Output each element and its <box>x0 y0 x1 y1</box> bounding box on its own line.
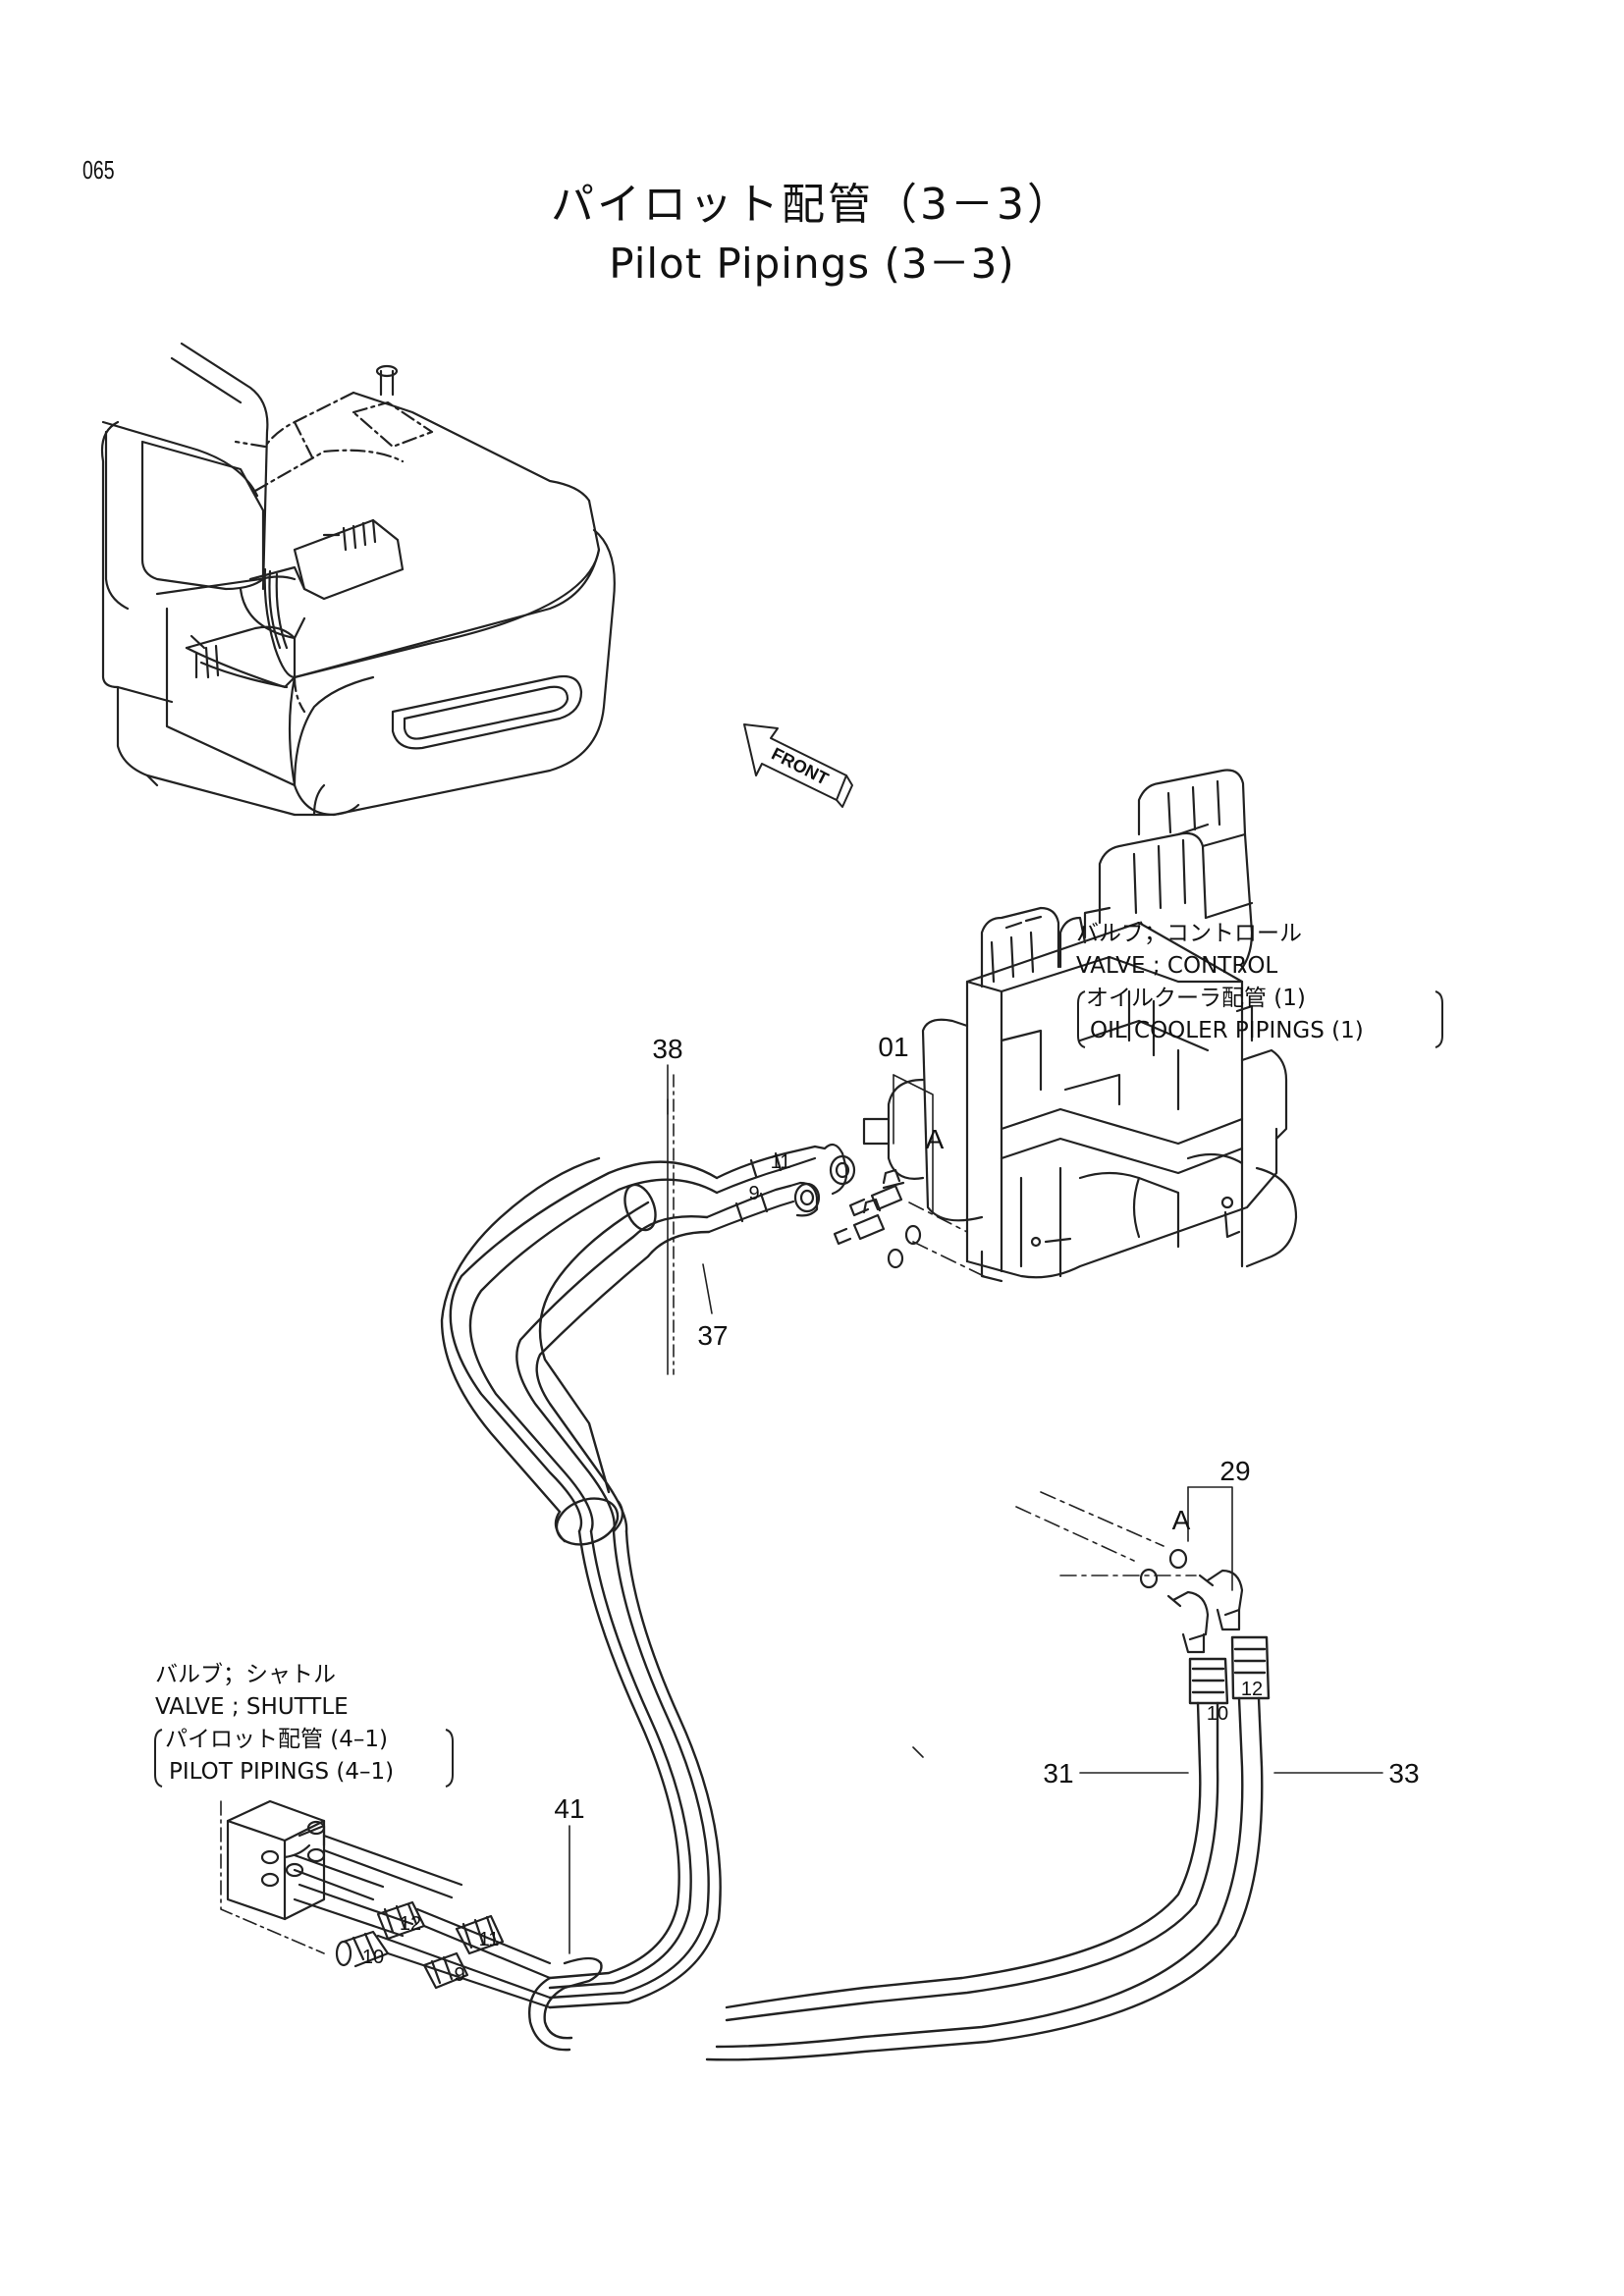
hose-mark-11-left: 11 <box>479 1929 500 1950</box>
callout-31: 31 <box>1043 1758 1073 1789</box>
callout-01: 01 <box>878 1032 908 1062</box>
note-bracket-right <box>1435 990 1443 1048</box>
note-bracket-right-2 <box>445 1729 454 1788</box>
fitting-11-lower-left <box>455 1914 505 1955</box>
hose-38-end <box>715 1143 856 1196</box>
fitting-01-lower <box>833 1198 904 1269</box>
callout-41: 41 <box>554 1793 584 1824</box>
front-direction-arrow <box>743 723 853 808</box>
hose-37-end <box>705 1181 821 1234</box>
hose-mark-9-left: 9 <box>454 1964 464 1986</box>
hose-33 <box>705 1635 1271 2061</box>
callout-A-lower: A <box>1172 1505 1191 1535</box>
pilot-pipings-ref-en: PILOT PIPINGS (4–1) <box>169 1759 395 1785</box>
fitting-01-upper <box>848 1168 922 1246</box>
control-valve-note-jp: バルブ；コントロール <box>1076 921 1302 946</box>
hose-clamp-41 <box>528 1956 603 2052</box>
fitting-29-lower <box>1139 1568 1210 1654</box>
callout-A-upper: A <box>926 1124 945 1154</box>
hose-mark-12-right: 12 <box>1241 1679 1263 1700</box>
hose-mark-10-left: 10 <box>362 1947 384 1968</box>
fitting-9-lower-left <box>422 1951 469 1990</box>
fitting-29-upper <box>1168 1548 1244 1631</box>
control-valve-note: バルブ；コントロール VALVE ; CONTROL オイルクーラ配管 (1) … <box>1076 918 1364 1047</box>
oil-cooler-ref-en: OIL COOLER PIPINGS (1) <box>1090 1018 1364 1043</box>
note-bracket-left <box>1077 990 1086 1048</box>
callout-38: 38 <box>652 1034 682 1064</box>
hose-mark-10-right: 10 <box>1207 1703 1228 1725</box>
pilot-pipings-ref-jp: パイロット配管 (4–1) <box>165 1727 389 1752</box>
leader-lines <box>220 1064 1383 1954</box>
control-valve-body <box>862 769 1298 1283</box>
hose-mark-9-upper: 9 <box>748 1183 759 1204</box>
page-title-english: Pilot Pipings (3－3) <box>609 240 1015 288</box>
hose-bundle-37-38 <box>440 1156 722 2009</box>
shuttle-valve-note-jp: バルブ；シャトル <box>155 1662 336 1687</box>
fitting-10-lower-left <box>335 1930 552 2009</box>
hose-31 <box>725 1657 1229 2022</box>
shuttle-valve-body <box>226 1799 326 1921</box>
fitting-12-lower-left <box>376 1900 552 1980</box>
oil-cooler-ref-jp: オイルクーラ配管 (1) <box>1086 986 1306 1011</box>
machine-overview <box>100 342 616 817</box>
callout-29: 29 <box>1219 1456 1250 1486</box>
callout-37: 37 <box>697 1320 728 1351</box>
note-bracket-left-2 <box>154 1729 163 1788</box>
hose-mark-12-left: 12 <box>400 1913 421 1935</box>
shuttle-valve-note: バルブ；シャトル VALVE ; SHUTTLE パイロット配管 (4–1) P… <box>155 1659 394 1789</box>
hose-mark-11-upper: 11 <box>771 1151 791 1173</box>
callout-33: 33 <box>1388 1758 1419 1789</box>
control-valve-note-en: VALVE ; CONTROL <box>1076 953 1278 979</box>
page-title-japanese: パイロット配管（3－3） <box>551 180 1073 230</box>
page-number: 065 <box>82 155 115 185</box>
shuttle-valve-note-en: VALVE ; SHUTTLE <box>155 1694 349 1720</box>
